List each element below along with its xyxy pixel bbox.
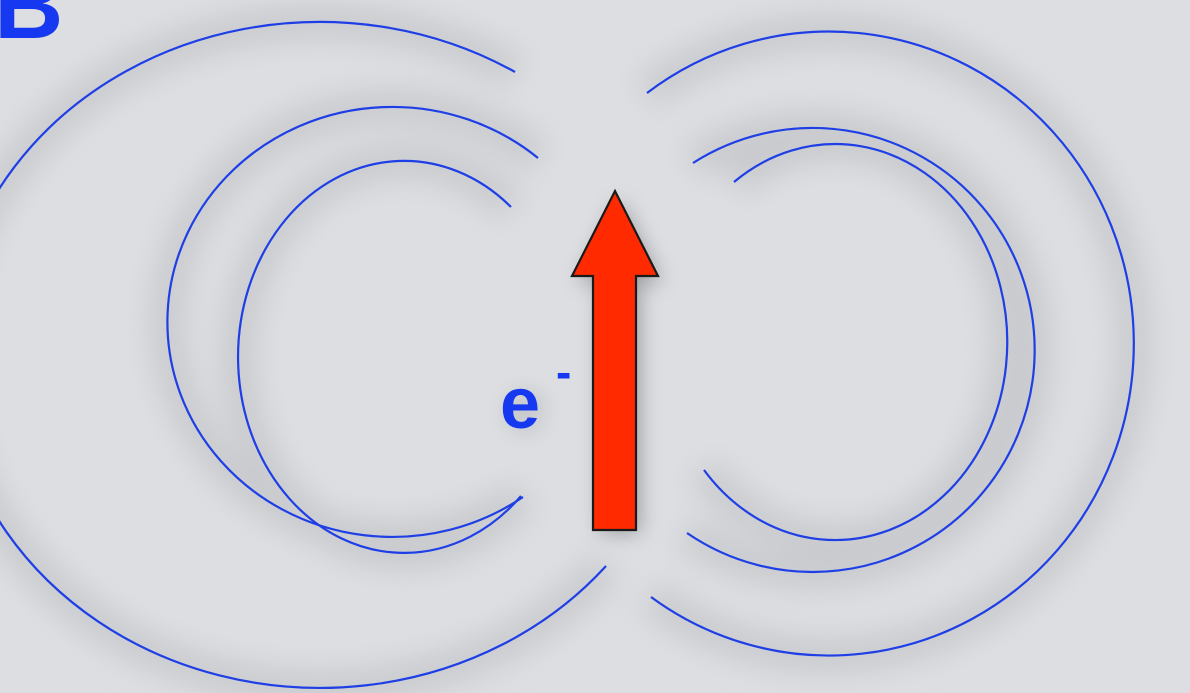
spin-arrow (570, 188, 662, 533)
magnetic-field-line (686, 126, 1036, 574)
field-line-group (0, 20, 1135, 689)
magnetic-field-line (646, 30, 1135, 657)
electron-label: e e - (500, 346, 571, 447)
electron-label-shadow: e (506, 367, 546, 447)
spin-direction-arrow (570, 188, 660, 532)
panel-label: B (0, 0, 63, 59)
magnetic-field-line (236, 159, 522, 554)
field-line-shadow (221, 143, 534, 570)
magnetic-field-line (703, 142, 1009, 542)
panel-letter: B (0, 0, 63, 59)
electron-symbol: e (500, 364, 540, 444)
magnetic-field-line (0, 20, 607, 689)
magnetic-field-line (166, 105, 539, 539)
field-line-shadow (690, 127, 1025, 558)
electron-charge: - (556, 346, 571, 398)
